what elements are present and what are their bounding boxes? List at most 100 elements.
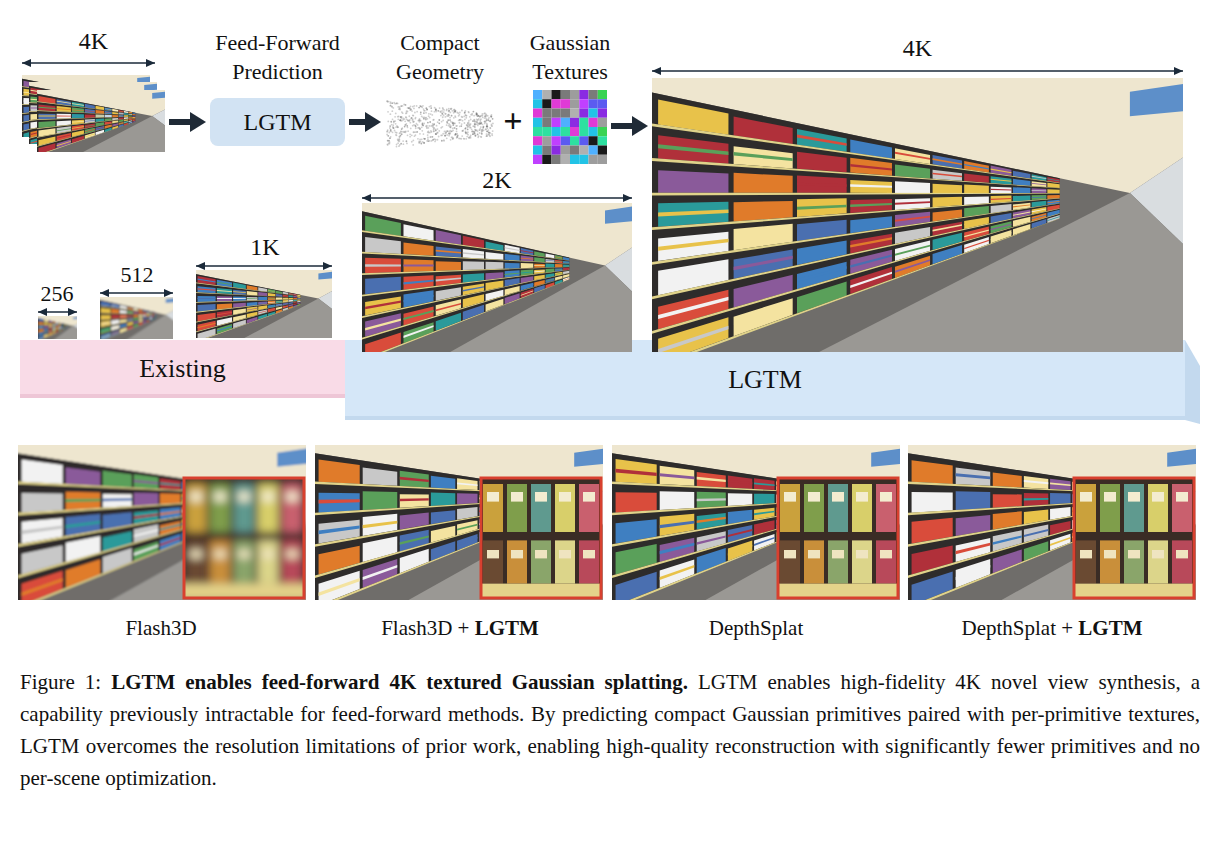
illustration-part: [797, 266, 847, 282]
illustration-part: [111, 331, 119, 335]
illustration-part: [964, 184, 989, 193]
illustration-part: [72, 115, 84, 117]
illustration-part: [484, 123, 486, 125]
illustration-part: [37, 120, 135, 146]
illustration-part: [101, 334, 111, 338]
illustration-part: [268, 297, 276, 300]
illustration-part: [991, 198, 1012, 200]
illustration-part: [53, 326, 56, 328]
illustration-part: [472, 133, 474, 135]
illustration-part: [67, 324, 69, 326]
zoom-inset: [481, 478, 601, 598]
illustration-part: [452, 122, 454, 124]
illustration-part: [482, 116, 484, 118]
illustration-part: [415, 131, 417, 133]
illustration-part: [420, 113, 422, 115]
illustration-part: [363, 521, 398, 528]
illustration-part: [1032, 176, 1047, 179]
illustration-part: [66, 324, 67, 326]
illustration-part: [450, 108, 452, 110]
illustration-part: [542, 155, 551, 164]
illustration-part: [485, 135, 487, 137]
illustration-part: [112, 112, 118, 114]
illustration-part: [451, 136, 453, 138]
illustration-part: [127, 326, 133, 329]
illustration-part: [458, 119, 460, 121]
illustration-part: [388, 101, 390, 103]
illustration-part: [397, 116, 399, 118]
illustration-part: [652, 92, 1060, 352]
illustration-part: [426, 140, 428, 142]
illustration-part: [160, 479, 180, 491]
illustration-part: [398, 116, 400, 118]
illustration-part: [392, 124, 394, 126]
illustration-part: [446, 121, 448, 123]
illustration-part: [100, 297, 173, 339]
illustration-part: [434, 111, 436, 113]
illustration-part: [134, 529, 158, 537]
illustration-part: [196, 282, 300, 296]
illustration-part: [598, 118, 607, 127]
illustration-part: [444, 131, 446, 133]
illustration-part: [419, 127, 421, 129]
illustration-part: [233, 290, 246, 295]
illustration-part: [658, 99, 728, 134]
illustration-part: [133, 309, 138, 310]
illustration-part: [363, 559, 398, 588]
illustration-part: [147, 313, 150, 314]
illustration-part: [521, 256, 534, 262]
illustration-part: [362, 276, 569, 339]
illustration-part: [453, 117, 455, 119]
illustration-part: [111, 326, 119, 329]
illustration-part: [489, 120, 491, 122]
illustration-part: [400, 116, 402, 118]
illustration-part: [297, 296, 300, 297]
illustration-part: [397, 118, 399, 120]
illustration-part: [400, 498, 429, 501]
illustration-part: [247, 297, 258, 301]
illustration-part: [463, 252, 484, 255]
illustration-part: [49, 323, 53, 325]
illustration-part: [432, 119, 434, 121]
illustration-part: [217, 298, 232, 300]
illustration-part: [431, 476, 455, 489]
illustration-part: [895, 216, 930, 222]
illustration-part: [258, 540, 278, 583]
illustration-part: [487, 118, 489, 120]
illustration-part: [400, 116, 402, 118]
illustration-part: [430, 107, 432, 109]
shelf-photo: [612, 445, 900, 600]
illustration-part: [487, 492, 499, 502]
illustration-part: [37, 118, 135, 129]
illustration-part: [391, 102, 393, 104]
illustration-part: [441, 110, 443, 112]
illustration-part: [38, 114, 55, 120]
illustration-part: [797, 282, 847, 314]
illustration-part: [589, 146, 598, 155]
illustration-part: [412, 115, 414, 117]
illustration-part: [399, 132, 401, 134]
illustration-part: [436, 313, 461, 331]
illustration-part: [133, 311, 138, 313]
illustration-part: [439, 107, 441, 109]
illustration-part: [505, 286, 520, 295]
illustration-part: [456, 128, 458, 130]
illustration-part: [132, 120, 135, 122]
illustration-part: [38, 316, 77, 339]
illustration-part: [234, 484, 254, 532]
illustration-part: [418, 107, 420, 109]
illustration-part: [555, 276, 562, 281]
shelf-photo: [196, 270, 332, 338]
illustration-part: [293, 305, 297, 307]
illustration-part: [129, 112, 133, 114]
illustration-part: [449, 133, 451, 135]
illustration-part: [454, 111, 456, 113]
illustration-part: [403, 280, 433, 285]
illustration-part: [492, 130, 494, 132]
illustration-part: [432, 125, 434, 127]
illustration-part: [139, 310, 143, 311]
shelf-photo: [18, 445, 306, 600]
illustration-part: [476, 113, 478, 115]
band-edge: [20, 394, 345, 398]
illustration-part: [422, 124, 424, 126]
